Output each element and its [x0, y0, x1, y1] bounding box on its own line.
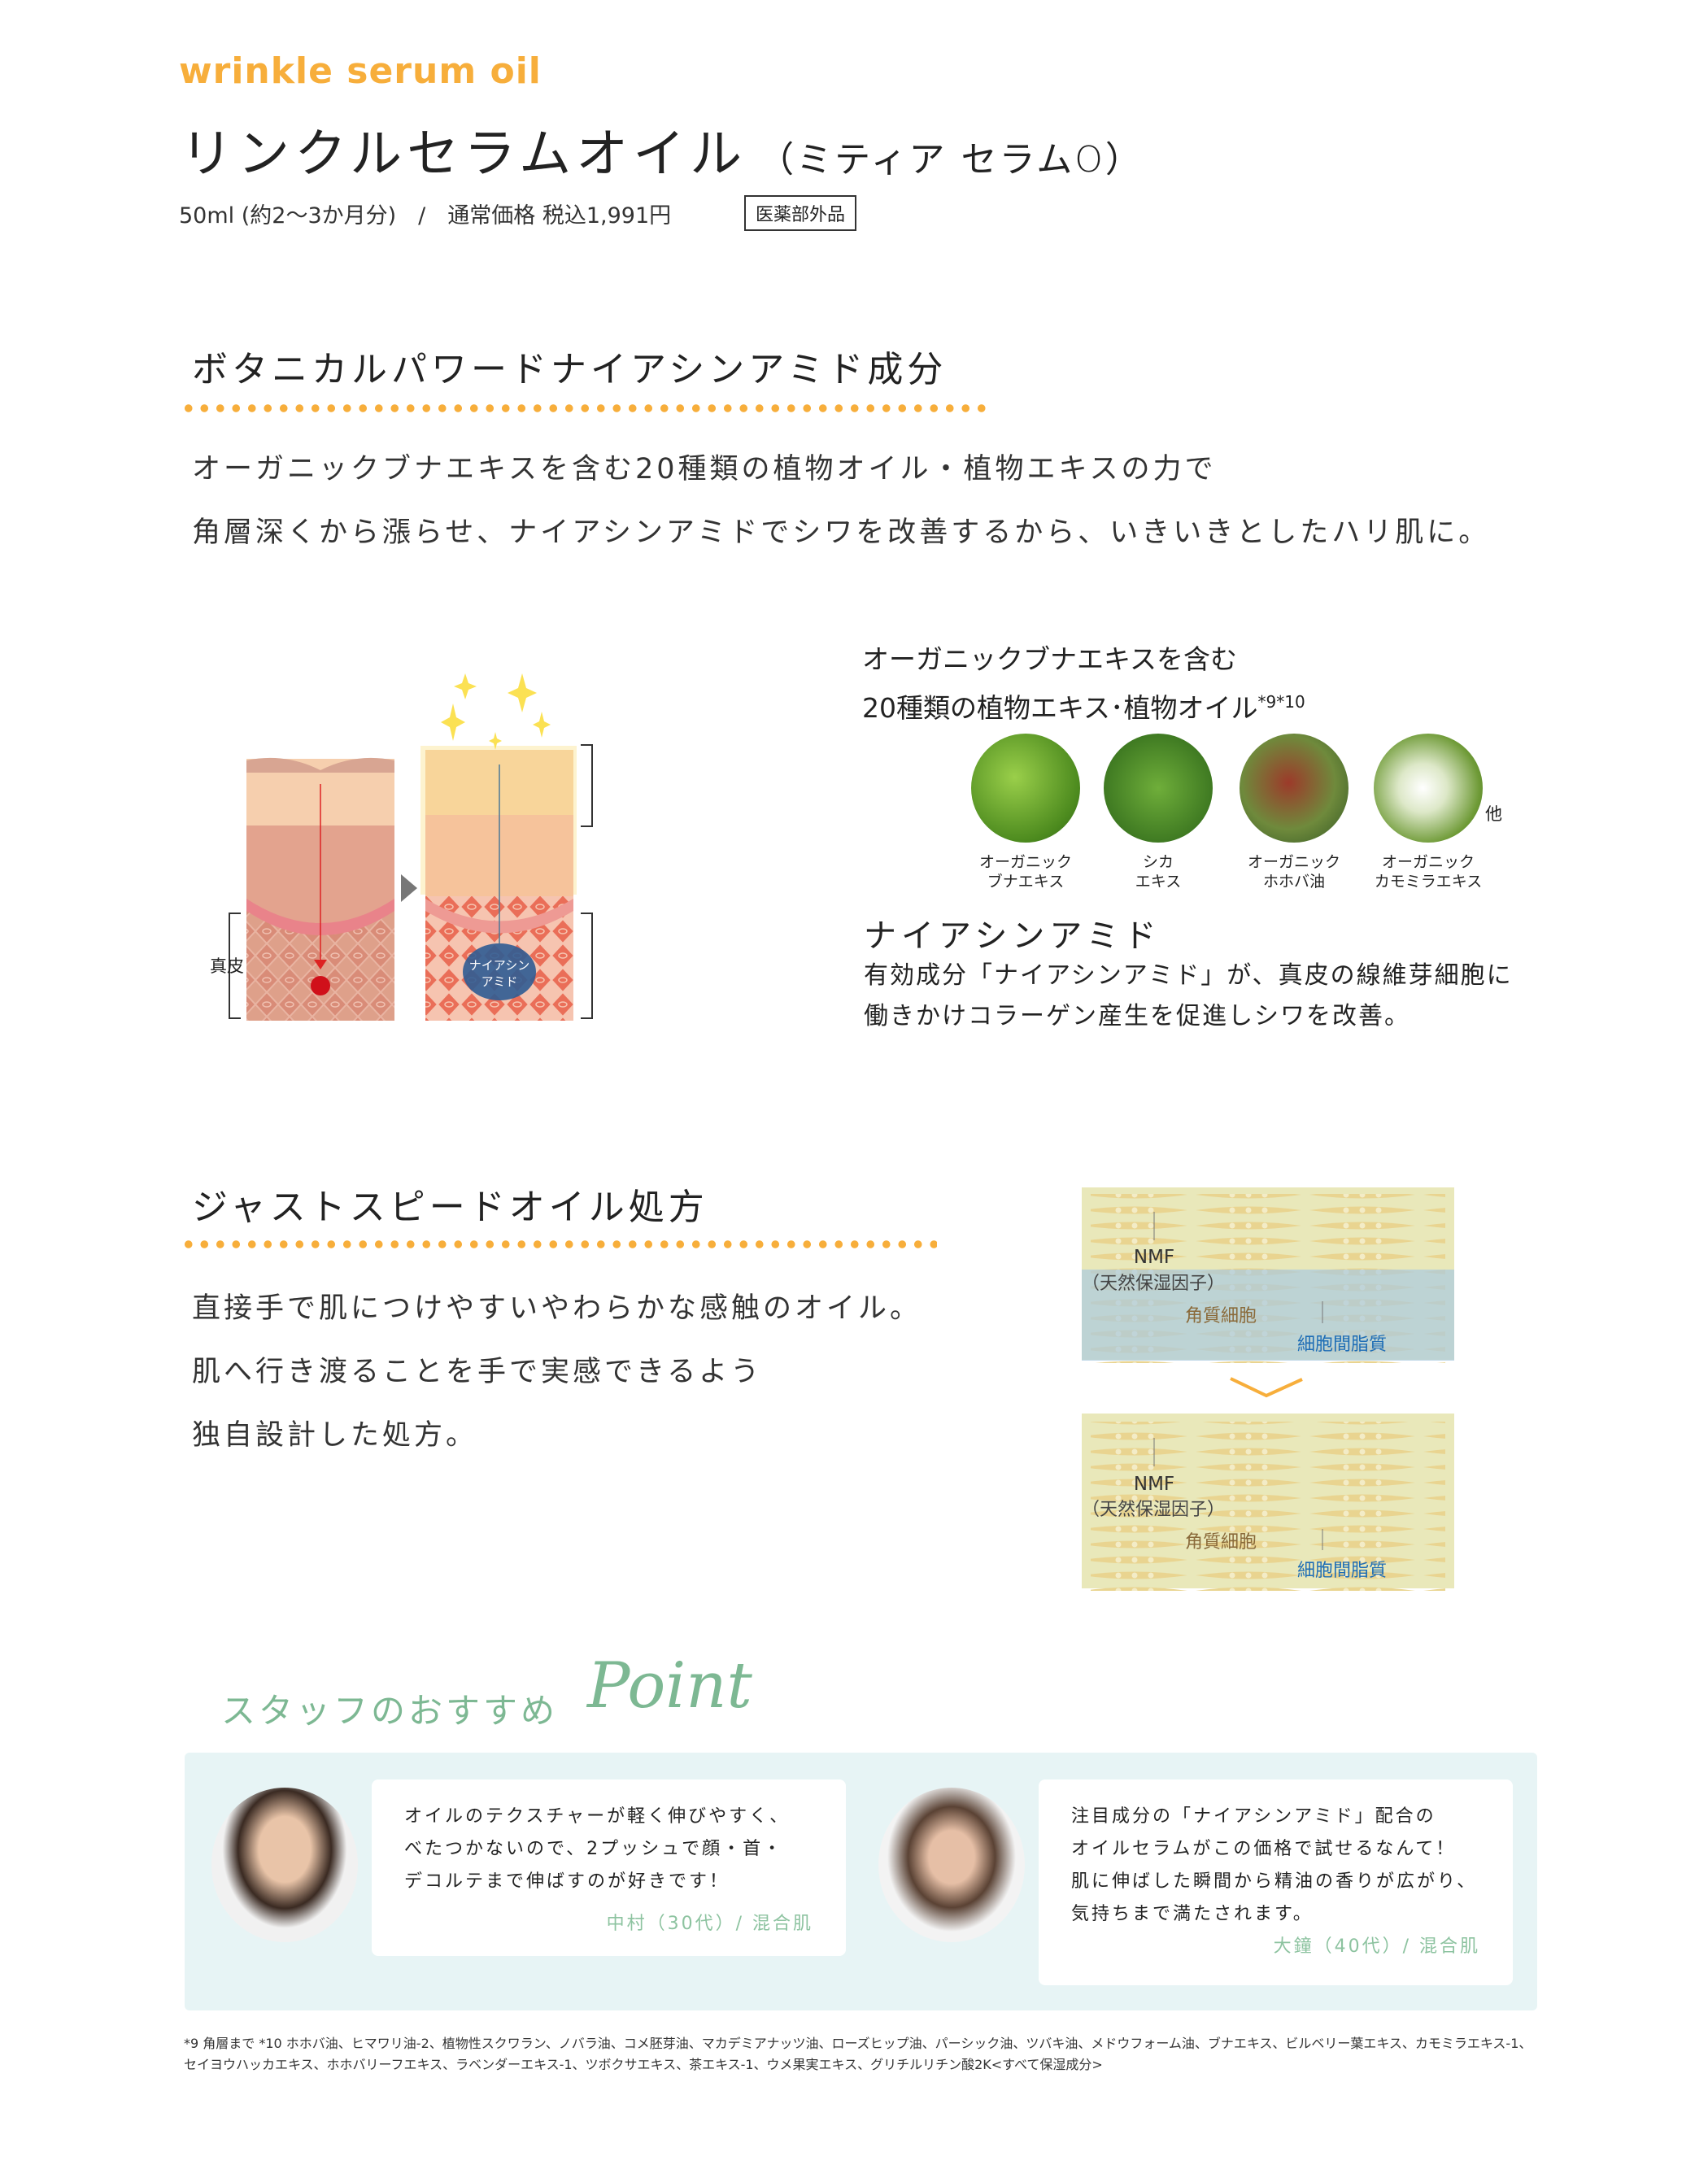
- product-title: リンクルセラムオイル （ミティア セラムO）: [181, 112, 1144, 187]
- section1-text: オーガニックブナエキスを含む20種類の植物オイル・植物エキスの力で 角層深くから…: [192, 438, 1490, 564]
- section1-heading: ボタニカルパワードナイアシンアミド成分: [192, 349, 948, 390]
- niacinamide-label-2: アミド: [481, 974, 518, 989]
- before-skin: [246, 757, 394, 1021]
- dotted-divider: [181, 404, 986, 412]
- footnote-ref: *9*10: [1257, 692, 1305, 712]
- comment-card: 注目成分の「ナイアシンアミド」配合のオイルセラムがこの価格で試せるなんて！肌に伸…: [1039, 1779, 1513, 1985]
- title-line: オーガニックブナエキスを含む: [862, 643, 1238, 675]
- ingredient-label: オーガニックホホバ油: [1247, 853, 1340, 891]
- nmf-label: NMF: [1134, 1247, 1174, 1268]
- comment-author: 大鐘（40代）/ 混合肌: [1273, 1936, 1480, 1957]
- title-text: リンクルセラムオイル: [181, 124, 747, 185]
- ingredient-label: シカエキス: [1135, 853, 1182, 891]
- corneocyte-label: 角質細胞: [1185, 1532, 1257, 1553]
- beech-photo: [971, 734, 1080, 843]
- corneocyte-label: 角質細胞: [1185, 1306, 1257, 1326]
- nmf-sub-label: （天然保湿因子）: [1082, 1500, 1225, 1520]
- chamomile-photo: [1374, 734, 1483, 843]
- text-line: オーガニックブナエキスを含む20種類の植物オイル・植物エキスの力で: [192, 453, 1217, 486]
- after-box: NMF （天然保湿因子） 角質細胞 細胞間脂質: [1082, 1414, 1454, 1591]
- jojoba-photo: [1240, 734, 1349, 843]
- ingredient-label: オーガニックブナエキス: [978, 853, 1072, 891]
- section2-text: 直接手で肌につけやすいやわらかな感触のオイル。肌へ行き渡ることを手で実感できるよ…: [192, 1292, 922, 1452]
- brackets: [229, 744, 593, 1019]
- point-logo: Point: [587, 1649, 752, 1723]
- niacinamide-heading: ナイアシンアミド: [864, 917, 1161, 955]
- before-box: NMF （天然保湿因子） 角質細胞 細胞間脂質: [1082, 1187, 1454, 1363]
- dermis-label: 真皮: [210, 956, 244, 976]
- section2-heading: ジャストスピードオイル処方: [192, 1187, 708, 1228]
- niacinamide-ellipse: [463, 943, 536, 1000]
- text-line: 角層深くから漲らせ、ナイアシンアミドでシワを改善するから、いきいきとしたハリ肌に…: [192, 516, 1491, 549]
- ingredients-title: オーガニックブナエキスを含む 20種類の植物エキス･植物オイル*9*10: [862, 638, 1305, 730]
- chevron-down-icon: [1230, 1377, 1303, 1398]
- comment-author: 中村（30代）/ 混合肌: [606, 1914, 813, 1934]
- after-skin: ナイアシン アミド: [420, 673, 577, 1021]
- avatar-ogane: [878, 1788, 1025, 1942]
- skin-diagram: ナイアシン アミド 真皮: [210, 673, 593, 1021]
- avatar-nakamura: [211, 1788, 358, 1942]
- nmf-sub-label: （天然保湿因子）: [1082, 1274, 1225, 1294]
- lipid-label: 細胞間脂質: [1297, 1561, 1387, 1581]
- staff-heading: スタッフのおすすめ: [221, 1691, 559, 1731]
- ingredient-label: オーガニックカモミラエキス: [1374, 853, 1483, 891]
- damage-icon: [311, 976, 330, 995]
- product-subtitle: wrinkle serum oil: [179, 50, 542, 92]
- oil-diagram: NMF （天然保湿因子） 角質細胞 細胞間脂質 NMF （天然保湿因子） 角質細…: [1082, 1187, 1454, 1591]
- quasi-drug-badge: 医薬部外品: [744, 195, 857, 231]
- nmf-label: NMF: [1134, 1474, 1174, 1495]
- niacinamide-label: ナイアシン: [469, 958, 529, 973]
- sparkle-icon: [441, 673, 551, 750]
- lipid-label: 細胞間脂質: [1297, 1335, 1387, 1355]
- product-spec: 50ml (約2〜3か月分) / 通常価格 税込1,991円: [179, 203, 672, 229]
- niacinamide-text: 有効成分「ナイアシンアミド」が、真皮の線維芽細胞に働きかけコラーゲン産生を促進し…: [864, 961, 1513, 1030]
- arrow-right-icon: [401, 874, 417, 902]
- dotted-divider: [181, 1240, 937, 1248]
- footnote: *9 角層まで *10 ホホバ油、ヒマワリ油-2、植物性スクワラン、ノバラ油、コ…: [184, 2036, 1532, 2072]
- cica-photo: [1104, 734, 1213, 843]
- title-note: （ミティア セラムO）: [758, 139, 1144, 181]
- comment-card: オイルのテクスチャーが軽く伸びやすく、べたつかないので、2プッシュで顔・首・デコ…: [372, 1779, 846, 1956]
- title-line: 20種類の植物エキス･植物オイル: [862, 692, 1258, 724]
- others-label: 他: [1485, 804, 1502, 824]
